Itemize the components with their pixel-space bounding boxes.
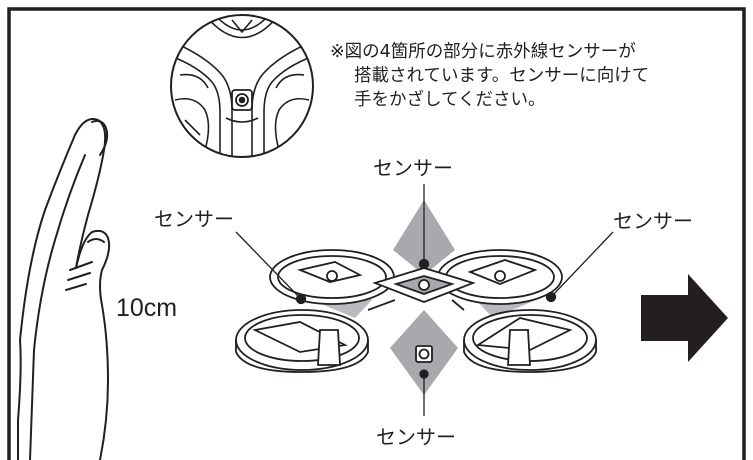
sensor-dot-bottom — [419, 369, 429, 379]
sensor-callouts — [235, 184, 614, 416]
sensor-dot-left — [295, 293, 307, 305]
sensor-dot-right — [545, 291, 557, 303]
diagram-frame — [7, 7, 746, 460]
sensor-label-top: センサー — [373, 156, 453, 180]
sensor-magnified-inset — [170, 14, 314, 158]
note-line-3: 手をかざしてください。 — [354, 90, 546, 110]
drone-illustration — [235, 249, 597, 373]
movement-arrow-icon — [641, 274, 728, 362]
note-line-1: ※図の4箇所の部分に赤外線センサーが — [330, 42, 636, 62]
sensor-dot-top — [418, 258, 430, 270]
hand-illustration — [17, 118, 111, 460]
note-line-2: 搭載されています。センサーに向けて — [354, 66, 650, 86]
sensor-label-bottom: センサー — [376, 425, 456, 449]
leader-line-left — [235, 231, 300, 298]
distance-label: 10cm — [116, 294, 178, 322]
sensor-label-left: センサー — [154, 207, 234, 231]
sensor-note: ※図の4箇所の部分に赤外線センサーが 搭載されています。センサーに向けて 手をか… — [330, 40, 649, 112]
sensor-label-right: センサー — [613, 209, 693, 233]
leader-line-right — [552, 231, 614, 296]
